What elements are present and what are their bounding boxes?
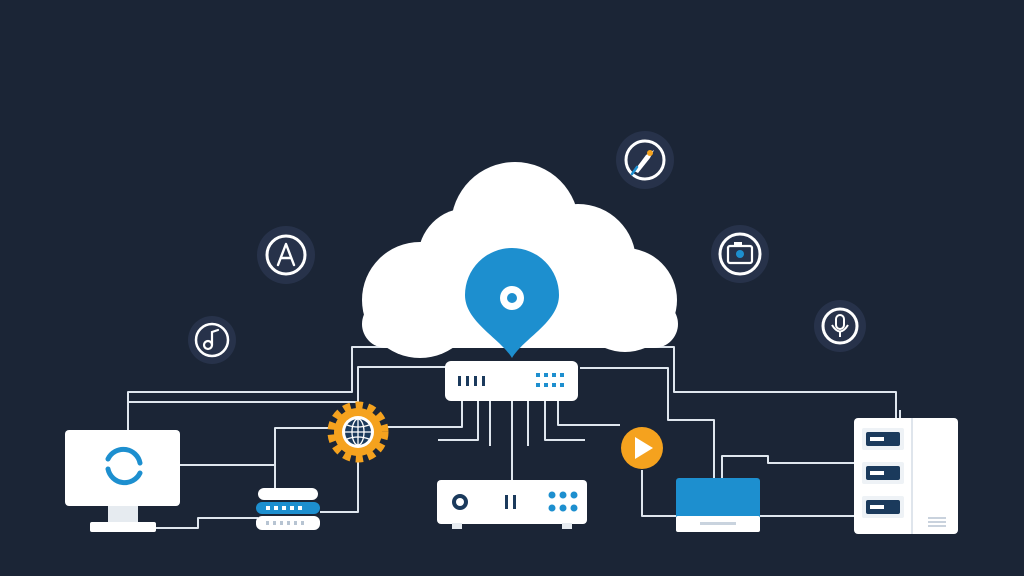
cloud-with-location-pin-icon: [362, 162, 678, 358]
music-note-icon: [202, 328, 220, 351]
line-gear-down: [320, 460, 359, 513]
floating-badge-camera: [711, 225, 769, 283]
globe-gear-icon: [327, 401, 389, 463]
floating-badge-letter-a: [257, 226, 315, 284]
line-play-laptop: [641, 470, 676, 517]
line-cloud-server: [620, 346, 897, 418]
modem: [437, 480, 587, 529]
floating-badge-music: [188, 316, 236, 364]
line-laptop-server-top: [721, 455, 854, 478]
desktop-monitor-sync-icon: [65, 430, 180, 532]
database-stack-icon: [256, 488, 320, 530]
network-modem-icon: [437, 480, 587, 529]
play: [621, 427, 663, 469]
play-button-icon: [621, 427, 663, 469]
camera-icon: [726, 242, 754, 265]
rocket-icon: [630, 150, 654, 176]
line-desktop-storage: [180, 464, 276, 490]
server: [854, 418, 958, 534]
line-cloud-desktop: [127, 346, 405, 430]
cloud: [362, 162, 678, 358]
line-desktop-stand-storage: [150, 517, 258, 529]
line-router-branch-right-2: [544, 400, 585, 441]
desktop: [65, 430, 180, 532]
line-gear-storage: [274, 427, 330, 465]
line-router-play: [557, 400, 620, 426]
line-router-desktop: [128, 366, 447, 403]
letter-a-icon: [276, 242, 296, 267]
laptop: [676, 478, 760, 532]
microphone-icon: [831, 314, 849, 337]
laptop-icon: [676, 478, 760, 532]
globe-gear: [327, 401, 389, 463]
floating-badge-rocket: [616, 131, 674, 189]
network-router-icon: [445, 361, 578, 401]
location-pin-icon: [465, 248, 559, 358]
storage: [256, 488, 320, 530]
connection-lines: [127, 346, 901, 529]
line-router-laptop: [580, 367, 715, 478]
router: [445, 361, 578, 401]
server-rack-icon: [854, 418, 958, 534]
line-gear-router: [386, 400, 463, 428]
floating-badge-microphone: [814, 300, 866, 352]
line-router-branch-left-1: [438, 400, 479, 441]
